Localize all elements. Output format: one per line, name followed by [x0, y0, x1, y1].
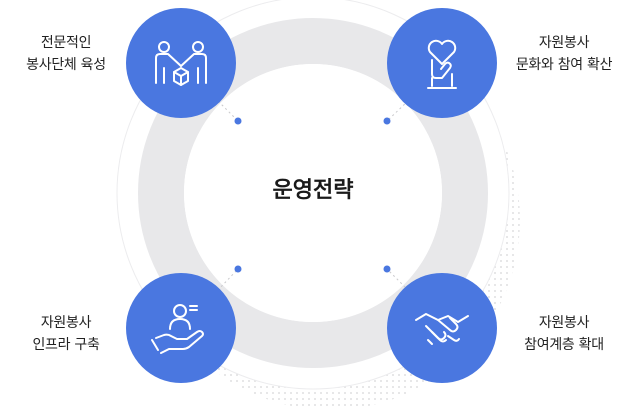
strategy-label-line: 전문적인 — [40, 35, 92, 51]
strategy-node-2 — [387, 8, 497, 118]
strategy-label-line: 자원봉사 — [40, 315, 92, 331]
connector-dot-bottom-left — [234, 265, 242, 273]
strategy-label-4: 자원봉사 참여계층 확대 — [494, 312, 626, 356]
strategy-label-line: 봉사단체 육성 — [26, 57, 106, 73]
connector-dot-bottom-right — [383, 265, 391, 273]
handshake-icon — [415, 313, 469, 345]
connector-dot-top-left — [234, 117, 242, 125]
strategy-node-3 — [126, 273, 236, 383]
hand-heart-icon — [427, 39, 457, 89]
gray-ring — [138, 18, 488, 368]
people-partnership-icon — [155, 41, 207, 86]
strategy-label-line: 자원봉사 — [538, 315, 590, 331]
strategy-label-line: 문화와 참여 확산 — [515, 57, 613, 73]
strategy-label-line: 인프라 구축 — [32, 337, 100, 353]
center-title: 운영전략 — [272, 178, 354, 203]
strategy-node-1 — [126, 8, 236, 118]
hand-person-icon — [151, 304, 204, 354]
strategy-label-3: 자원봉사 인프라 구축 — [0, 312, 136, 356]
connector-dot-top-right — [383, 117, 391, 125]
strategy-label-line: 참여계층 확대 — [524, 337, 604, 353]
strategy-node-4 — [387, 273, 497, 383]
strategy-label-1: 전문적인 봉사단체 육성 — [0, 32, 136, 76]
strategy-label-line: 자원봉사 — [538, 35, 590, 51]
inner-disc — [184, 64, 442, 322]
strategy-label-2: 자원봉사 문화와 참여 확산 — [494, 32, 626, 76]
